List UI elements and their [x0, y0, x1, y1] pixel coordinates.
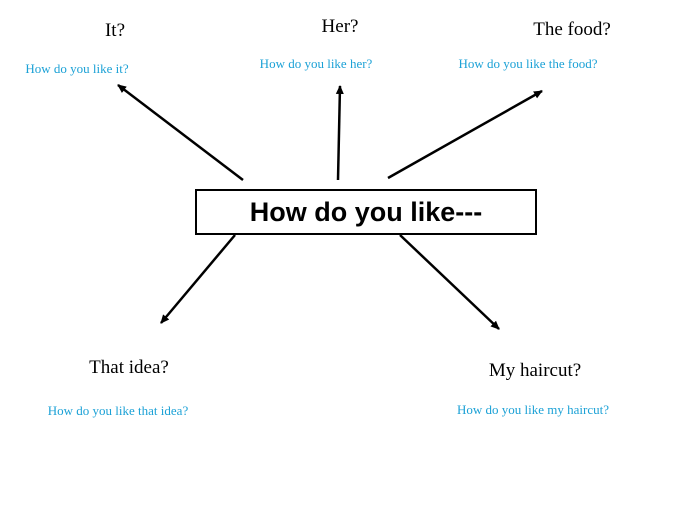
arrow-to-it [117, 84, 244, 181]
central-topic-text: How do you like--- [249, 196, 483, 227]
branch-label-my-haircut: My haircut? [488, 360, 582, 381]
branch-question-that-idea: How do you like that idea? [47, 403, 189, 418]
arrow-to-her [335, 85, 344, 181]
branch-question-her: How do you like her? [259, 56, 373, 71]
arrow-to-my-haircut [399, 234, 500, 330]
branch-label-her: Her? [321, 16, 359, 37]
branch-question-it: How do you like it? [25, 61, 129, 76]
central-topic-box: How do you like--- [195, 189, 537, 235]
arrow-to-that-idea [160, 234, 236, 324]
branch-question-the-food: How do you like the food? [458, 56, 598, 71]
branch-label-it: It? [104, 20, 126, 41]
branch-question-my-haircut: How do you like my haircut? [457, 402, 609, 417]
branch-label-that-idea: That idea? [89, 357, 169, 378]
arrow-to-the-food [387, 89, 543, 180]
branch-label-the-food: The food? [533, 19, 611, 40]
